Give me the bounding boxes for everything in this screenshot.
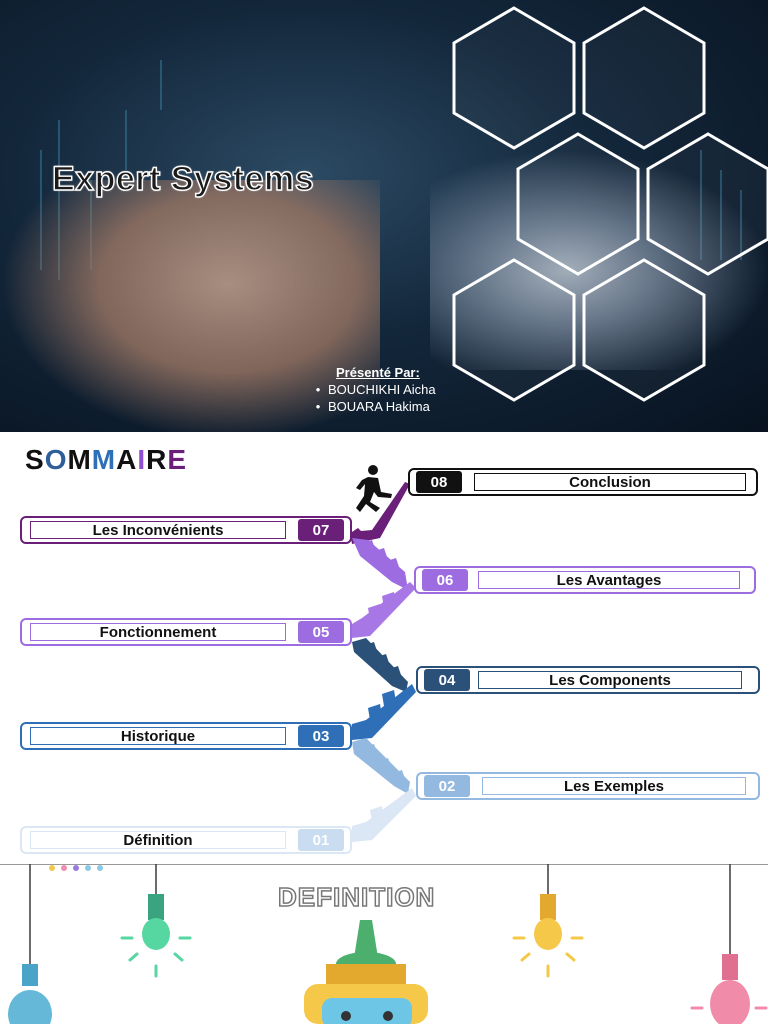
slide-divider — [0, 864, 768, 865]
hexagon-frame — [452, 6, 576, 150]
stair-step — [362, 744, 378, 760]
hexagon-frame — [452, 258, 576, 402]
item-label: Définition — [30, 831, 286, 849]
robot-icon — [304, 920, 428, 1024]
stair-step — [384, 558, 400, 574]
summary-item-historique[interactable]: Historique 03 — [20, 722, 352, 750]
item-label: Fonctionnement — [30, 623, 286, 641]
robot-hand-image — [430, 150, 768, 370]
hexagon-frames — [452, 6, 768, 402]
item-label: Les Exemples — [482, 777, 746, 795]
heading-letter: A — [116, 444, 138, 475]
item-number: 05 — [298, 621, 344, 643]
light-bulb-icon — [512, 864, 584, 978]
stair-step — [352, 528, 366, 542]
presentation-title: Expert Systems — [51, 159, 315, 198]
decorations — [8, 864, 768, 1024]
hexagon-frame — [582, 6, 706, 150]
human-hand-image — [0, 180, 380, 432]
definition-title: DEFINITION — [277, 881, 436, 913]
summary-slide: SOMMAIRE 08 Conclusion Les Inconvénients… — [0, 432, 768, 864]
title-slide: Expert Systems Présenté Par: • BOUCHIKHI… — [0, 0, 768, 432]
presented-by-label: Présenté Par: — [336, 365, 420, 380]
hexagon-frame — [582, 258, 706, 402]
item-number: 07 — [298, 519, 344, 541]
presenter-name: BOUCHIKHI Aicha — [328, 382, 436, 397]
heading-letter: O — [44, 444, 68, 475]
presenter-item: • BOUCHIKHI Aicha — [308, 381, 436, 398]
stair-step — [390, 770, 406, 786]
summary-item-inconvenients[interactable]: Les Inconvénients 07 — [20, 516, 352, 544]
summary-item-exemples[interactable]: 02 Les Exemples — [416, 772, 760, 800]
presenter-name: BOUARA Hakima — [328, 399, 430, 414]
stair-step — [352, 538, 408, 590]
stair-step — [352, 582, 416, 638]
item-number: 08 — [416, 471, 462, 493]
light-bulb-icon — [120, 864, 192, 978]
bullet: • — [315, 382, 321, 397]
stair-step — [382, 690, 396, 706]
item-number: 02 — [424, 775, 470, 797]
light-bulb-icon — [8, 864, 52, 1024]
heading-letter: M — [91, 444, 117, 475]
presenter-item: • BOUARA Hakima — [308, 398, 436, 415]
item-label: Les Components — [478, 671, 742, 689]
summary-item-fonctionnement[interactable]: Fonctionnement 05 — [20, 618, 352, 646]
dots — [49, 865, 103, 871]
hexagon-frame — [516, 132, 640, 276]
summary-item-definition[interactable]: Définition 01 — [20, 826, 352, 854]
definition-slide: DEFINITION — [0, 864, 768, 1024]
staircase-graphic — [350, 465, 416, 842]
summary-item-avantages[interactable]: 06 Les Avantages — [414, 566, 756, 594]
item-label: Conclusion — [474, 473, 746, 491]
stair-step — [376, 758, 392, 774]
hexagon-frame — [646, 132, 768, 276]
stair-step — [386, 666, 402, 682]
item-number: 03 — [298, 725, 344, 747]
heading-letter: I — [137, 444, 147, 475]
heading-letter: R — [146, 444, 168, 475]
item-label: Les Avantages — [478, 571, 740, 589]
summary-item-components[interactable]: 04 Les Components — [416, 666, 760, 694]
stair-step — [362, 642, 378, 658]
light-bulb-icon — [690, 864, 768, 1024]
stair-step — [350, 482, 410, 544]
item-number: 01 — [298, 829, 344, 851]
heading-letter: M — [67, 444, 92, 475]
stair-step — [372, 548, 388, 564]
stair-step — [352, 684, 416, 740]
presenters-block: Présenté Par: • BOUCHIKHI Aicha • BOUARA… — [308, 364, 436, 415]
item-number: 04 — [424, 669, 470, 691]
item-number: 06 — [422, 569, 468, 591]
stair-step — [368, 604, 382, 620]
heading-letter: E — [167, 444, 188, 475]
stair-step — [374, 654, 390, 670]
stair-step — [370, 806, 384, 822]
item-label: Historique — [30, 727, 286, 745]
item-label: Les Inconvénients — [30, 521, 286, 539]
bullet: • — [315, 399, 321, 414]
stair-step — [382, 592, 396, 608]
running-person-icon — [356, 465, 392, 512]
summary-heading: SOMMAIRE — [25, 444, 187, 476]
heading-letter: S — [25, 444, 45, 475]
summary-item-conclusion[interactable]: 08 Conclusion — [408, 468, 758, 496]
stair-step — [368, 704, 382, 720]
stair-step — [352, 788, 416, 842]
